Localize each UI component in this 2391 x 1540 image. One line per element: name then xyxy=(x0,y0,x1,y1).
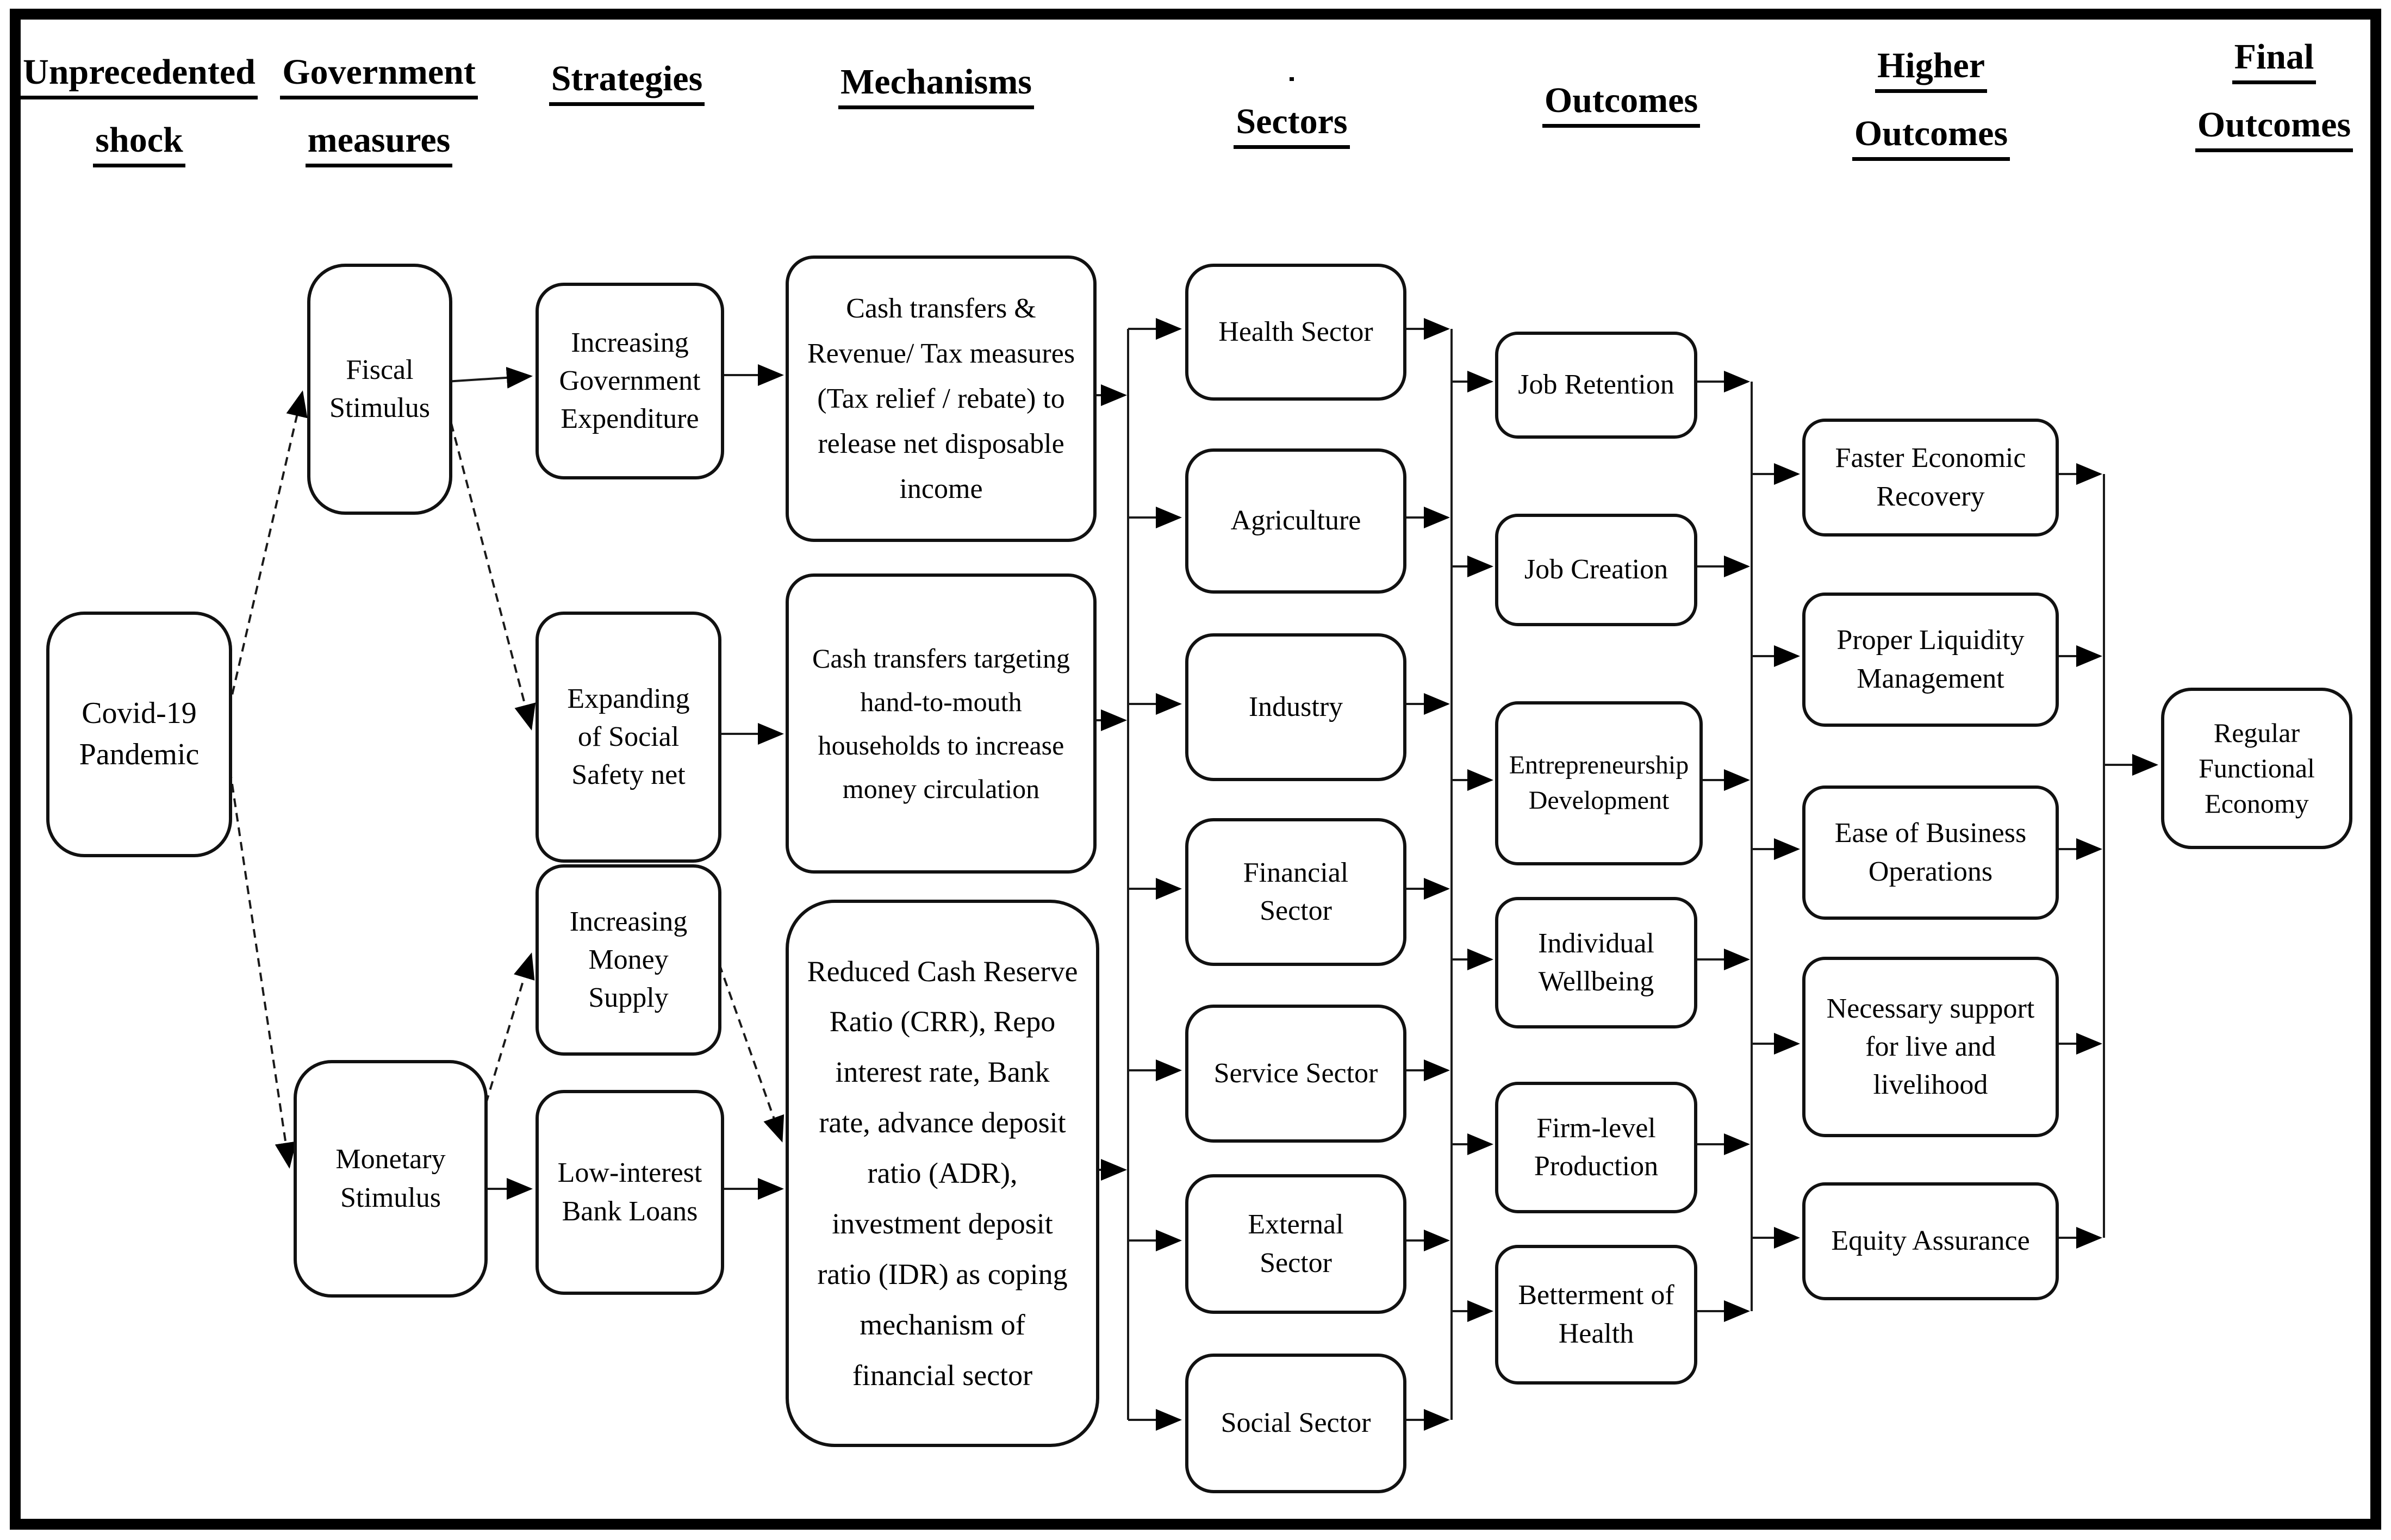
node-betterment-of-health: Betterment of Health xyxy=(1495,1245,1697,1385)
node-job-retention: Job Retention xyxy=(1495,332,1697,439)
node-label: External Sector xyxy=(1248,1209,1344,1279)
header-final-outcomes: Final Outcomes xyxy=(2160,39,2388,175)
node-label: Ease of Business Operations xyxy=(1834,818,2027,887)
node-label: Fiscal Stimulus xyxy=(329,354,430,423)
node-agriculture: Agriculture xyxy=(1185,448,1406,594)
node-label: Social Sector xyxy=(1221,1407,1371,1439)
node-label: Industry xyxy=(1248,691,1343,722)
node-health-sector: Health Sector xyxy=(1185,264,1406,401)
node-necessary-support-livelihood: Necessary support for live and livelihoo… xyxy=(1802,957,2059,1137)
solid-links xyxy=(446,318,2158,1431)
node-mechanism-cash-transfers-tax: Cash transfers & Revenue/ Tax measures (… xyxy=(786,255,1097,542)
node-mechanism-reduced-crr: Reduced Cash Reserve Ratio (CRR), Repo i… xyxy=(786,900,1099,1447)
node-label: Necessary support for live and livelihoo… xyxy=(1826,993,2035,1101)
node-label: Financial Sector xyxy=(1243,857,1349,926)
node-social-sector: Social Sector xyxy=(1185,1354,1406,1493)
header-line: measures xyxy=(305,122,453,167)
node-label: Cash transfers & Revenue/ Tax measures (… xyxy=(807,292,1075,505)
header-line: Strategies xyxy=(549,61,705,106)
header-line: shock xyxy=(93,122,185,167)
node-label: Agriculture xyxy=(1230,505,1361,537)
header-line: Unprecedented xyxy=(21,54,258,99)
header-unprecedented-shock: Unprecedented shock xyxy=(3,54,275,190)
node-industry: Industry xyxy=(1185,633,1406,781)
node-label: Job Retention xyxy=(1518,369,1674,401)
header-government-measures: Government measures xyxy=(243,54,515,190)
header-line: Outcomes xyxy=(1852,116,2010,161)
node-fiscal-stimulus: Fiscal Stimulus xyxy=(307,264,452,515)
node-label: Covid-19 Pandemic xyxy=(79,696,200,771)
node-increasing-government-expenditure: Increasing Government Expenditure xyxy=(536,283,724,479)
vertical-rails xyxy=(1127,329,2105,1420)
node-increasing-money-supply: Increasing Money Supply xyxy=(536,864,721,1056)
node-label: Cash transfers targeting hand-to-mouth h… xyxy=(812,643,1070,804)
node-label: Equity Assurance xyxy=(1831,1225,2030,1257)
node-label: Increasing Money Supply xyxy=(569,906,688,1014)
node-monetary-stimulus: Monetary Stimulus xyxy=(294,1060,488,1298)
node-faster-economic-recovery: Faster Economic Recovery xyxy=(1802,419,2059,537)
header-higher-outcomes: Higher Outcomes xyxy=(1795,48,2067,184)
node-label: Service Sector xyxy=(1213,1057,1378,1089)
node-label: Increasing Government Expenditure xyxy=(559,327,701,435)
node-label: Faster Economic Recovery xyxy=(1835,442,2026,512)
header-line: Outcomes xyxy=(1542,83,1701,128)
node-expanding-social-safety-net: Expanding of Social Safety net xyxy=(536,612,721,863)
header-line xyxy=(1290,72,1294,81)
node-low-interest-bank-loans: Low-interest Bank Loans xyxy=(536,1090,724,1295)
node-job-creation: Job Creation xyxy=(1495,514,1697,626)
header-line: Higher xyxy=(1875,48,1987,93)
header-line: Government xyxy=(280,54,478,99)
node-financial-sector: Financial Sector xyxy=(1185,818,1406,966)
node-label: Firm-level Production xyxy=(1534,1112,1659,1182)
header-outcomes: Outcomes xyxy=(1485,83,1757,151)
header-sectors: Sectors xyxy=(1156,72,1428,172)
node-external-sector: External Sector xyxy=(1185,1174,1406,1314)
node-firm-level-production: Firm-level Production xyxy=(1495,1082,1697,1213)
node-label: Entrepreneurship Development xyxy=(1509,751,1689,815)
header-line: Sectors xyxy=(1234,104,1350,149)
node-covid-19-pandemic: Covid-19 Pandemic xyxy=(46,612,232,857)
header-line: Mechanisms xyxy=(838,64,1034,109)
node-label: Health Sector xyxy=(1218,316,1373,347)
node-label: Regular Functional Economy xyxy=(2199,718,2315,819)
node-equity-assurance: Equity Assurance xyxy=(1802,1182,2059,1300)
node-label: Proper Liquidity Management xyxy=(1836,625,2025,694)
node-label: Individual Wellbeing xyxy=(1538,927,1654,997)
node-mechanism-cash-transfers-households: Cash transfers targeting hand-to-mouth h… xyxy=(786,573,1097,874)
node-label: Betterment of Health xyxy=(1518,1280,1674,1349)
header-strategies: Strategies xyxy=(491,61,763,129)
header-line: Final xyxy=(2232,39,2317,84)
node-service-sector: Service Sector xyxy=(1185,1005,1406,1143)
node-proper-liquidity-management: Proper Liquidity Management xyxy=(1802,593,2059,727)
node-entrepreneurship-development: Entrepreneurship Development xyxy=(1495,701,1703,865)
node-ease-of-business-operations: Ease of Business Operations xyxy=(1802,785,2059,920)
node-regular-functional-economy: Regular Functional Economy xyxy=(2161,688,2352,849)
node-label: Reduced Cash Reserve Ratio (CRR), Repo i… xyxy=(807,955,1078,1392)
node-label: Expanding of Social Safety net xyxy=(567,683,690,791)
node-individual-wellbeing: Individual Wellbeing xyxy=(1495,897,1697,1028)
header-line: Outcomes xyxy=(2195,107,2353,152)
header-mechanisms: Mechanisms xyxy=(800,64,1072,132)
node-label: Monetary Stimulus xyxy=(335,1144,446,1213)
node-label: Low-interest Bank Loans xyxy=(557,1157,702,1227)
node-label: Job Creation xyxy=(1524,554,1668,585)
